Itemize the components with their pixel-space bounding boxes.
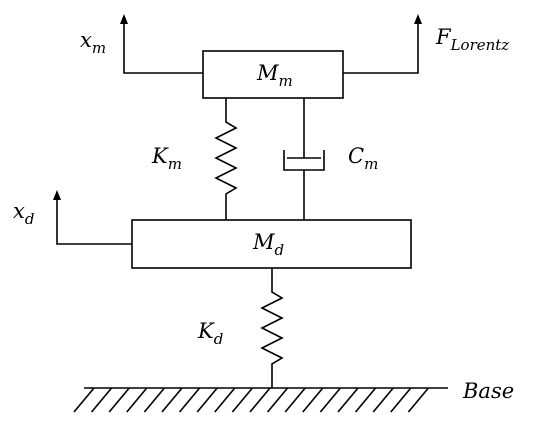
hatch-mark: [143, 387, 166, 413]
lorentz-force-arrow: [343, 14, 422, 74]
spring-km-label: Km: [151, 144, 182, 173]
hatch-mark: [90, 387, 113, 413]
hatch-mark: [108, 387, 130, 413]
hatch-mark: [407, 387, 430, 413]
hatch-mark: [214, 387, 236, 413]
ground-base: [73, 387, 448, 413]
hatch-mark: [302, 387, 324, 413]
damper-cm-label: Cm: [348, 144, 378, 173]
spring-kd: [260, 268, 284, 388]
xm-displacement-arrow: [120, 14, 203, 74]
hatch-mark: [196, 387, 218, 413]
hatch-mark: [266, 387, 289, 413]
xd-displacement-arrow: [53, 190, 132, 245]
hatch-mark: [231, 387, 254, 413]
xd-label: xd: [13, 199, 34, 228]
hatch-mark: [337, 387, 359, 413]
xm-label: xm: [80, 28, 106, 57]
mass-d-label: Md: [252, 230, 284, 259]
hatch-mark: [126, 387, 148, 413]
hatch-mark: [319, 387, 342, 413]
hatch-mark: [161, 387, 183, 413]
mass-m-label: Mm: [256, 61, 293, 90]
spring-kd-label: Kd: [197, 319, 223, 348]
hatch-mark: [249, 387, 271, 413]
spring-km: [214, 98, 238, 220]
florentz-label: FLorentz: [435, 25, 509, 54]
hatch-mark: [390, 387, 412, 413]
hatch-mark: [178, 387, 201, 413]
hatch-mark: [73, 387, 95, 413]
mass-m-block: [202, 50, 344, 99]
damper-cm: [283, 98, 325, 220]
mass-d-block: [131, 219, 412, 269]
hatch-mark: [354, 387, 377, 413]
base-label: Base: [462, 379, 514, 403]
hatch-mark: [284, 387, 306, 413]
ground-hatching: [73, 387, 430, 413]
hatch-mark: [372, 387, 394, 413]
